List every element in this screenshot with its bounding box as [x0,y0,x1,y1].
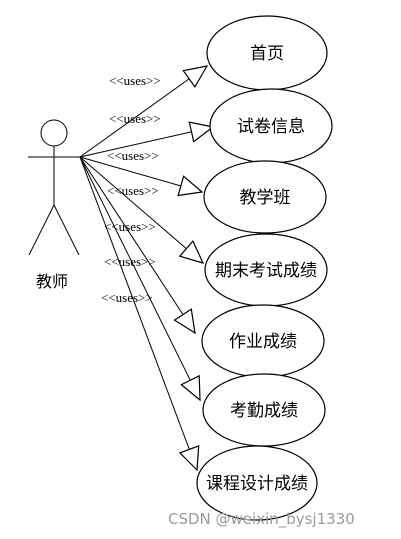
association-line [79,126,214,158]
association-line [79,156,204,264]
use-case-label: 课程设计成绩 [206,474,308,494]
association-line [79,156,198,471]
actor-left-leg [28,204,55,256]
uses-label: <<uses>> [104,219,156,234]
actor-right-leg [53,204,80,256]
use-case-label: 教学班 [240,188,291,208]
association-line [79,156,196,334]
arrowhead [178,445,200,472]
arrowhead [177,175,204,197]
uses-label: <<uses>> [107,183,159,198]
relations: <<uses>> <<uses>> <<uses>> <<uses>> <<uses>>… [79,65,215,472]
uses-label: <<uses>> [109,73,161,88]
watermark: CSDN @weixin_bysj1330 [168,510,355,529]
association-line [79,156,201,401]
use-case-ellipse [203,160,327,234]
use-case-label: 作业成绩 [229,332,297,352]
use-case-label: 期末考试成绩 [215,261,317,281]
uses-label: <<uses>> [107,148,159,163]
uses-label: <<uses>> [101,290,153,305]
use-case-label: 首页 [250,44,284,64]
arrowhead [173,308,196,335]
actor-head [40,119,68,147]
actor-name: 教师 [36,272,68,291]
arrowhead [182,65,209,89]
actor-figure [28,119,80,256]
use-case-ellipse [196,445,318,521]
uses-label: <<uses>> [104,254,156,269]
arrowhead [188,121,215,143]
arrowhead [180,374,201,402]
uses-label: <<uses>> [109,111,161,126]
association-line [79,65,208,158]
use-case-label: 试卷信息 [237,117,305,137]
use-case-label: 考勤成绩 [230,401,298,421]
arrowhead [178,240,205,264]
